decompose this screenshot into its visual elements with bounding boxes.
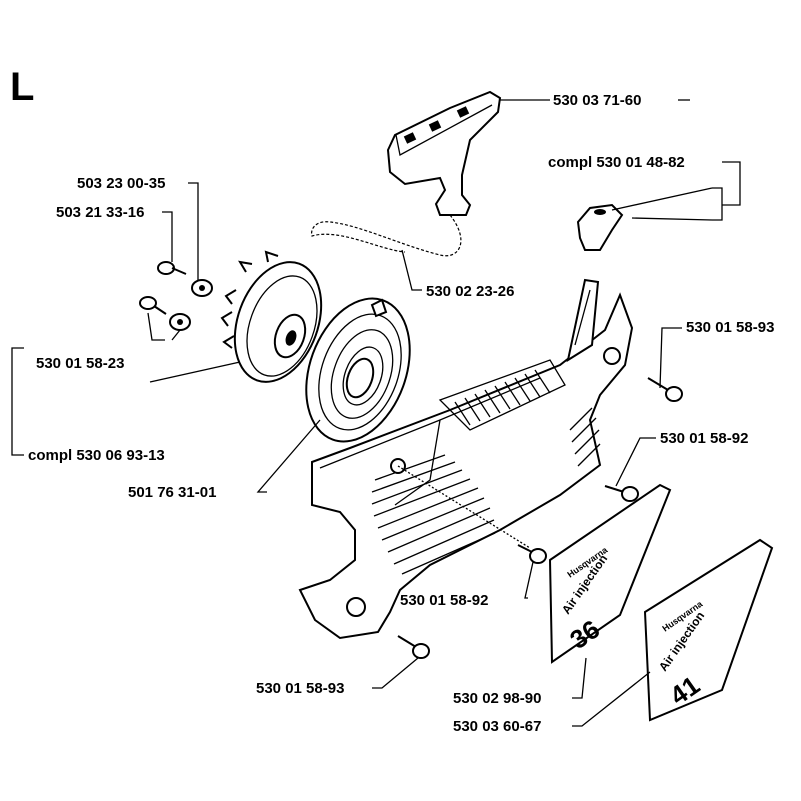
screw-503-21-33-16	[157, 261, 187, 275]
label-decal-36: 530 02 98-90	[453, 690, 541, 707]
label-screw-center: 530 01 58-92	[400, 592, 488, 609]
washer-503-23-00-35	[191, 279, 213, 297]
pulley	[220, 250, 323, 383]
label-rope: 530 02 23-26	[426, 283, 514, 300]
starter-rope	[310, 214, 462, 257]
part-labels: 530 03 71-60 compl 530 01 48-82 503 23 0…	[28, 92, 774, 735]
label-washer: 503 23 00-35	[77, 175, 165, 192]
housing-hole	[346, 597, 366, 617]
label-spring: 501 76 31-01	[128, 484, 216, 501]
label-screw-right: 530 01 58-93	[686, 319, 774, 336]
label-guide-compl: compl 530 01 48-82	[548, 154, 685, 171]
starter-housing	[298, 278, 634, 640]
screw-530-01-58-23	[139, 296, 167, 315]
housing-hole	[603, 347, 621, 365]
decal-36: Husqvarna Air injection 36	[548, 483, 672, 664]
section-letter: L	[10, 65, 34, 109]
label-pulley-screw: 530 01 58-23	[36, 355, 124, 372]
label-screw-bottom: 530 01 58-93	[256, 680, 344, 697]
decal-41: Husqvarna Air injection 41	[643, 538, 774, 722]
top-grille-slots	[454, 369, 551, 426]
label-screw-mid-right: 530 01 58-92	[660, 430, 748, 447]
recoil-spring-assembly	[305, 297, 411, 443]
label-handle: 530 03 71-60	[553, 92, 641, 109]
screw-530-01-58-92-right	[604, 485, 639, 502]
side-slots	[569, 407, 601, 467]
screw-530-01-58-93-right	[647, 377, 683, 402]
label-decal-41: 530 03 60-67	[453, 718, 541, 735]
pulley-teeth	[220, 250, 279, 349]
lower-grille-slots	[371, 454, 496, 575]
starter-handle	[386, 90, 502, 216]
washer-small	[169, 313, 191, 331]
rope-guide	[576, 203, 624, 251]
screw-530-01-58-93-bottom	[397, 635, 430, 659]
label-screw-small: 503 21 33-16	[56, 204, 144, 221]
screw-530-01-58-92-center	[517, 544, 547, 564]
leader-lines	[11, 99, 741, 727]
label-compl-group: compl 530 06 93-13	[28, 447, 165, 464]
